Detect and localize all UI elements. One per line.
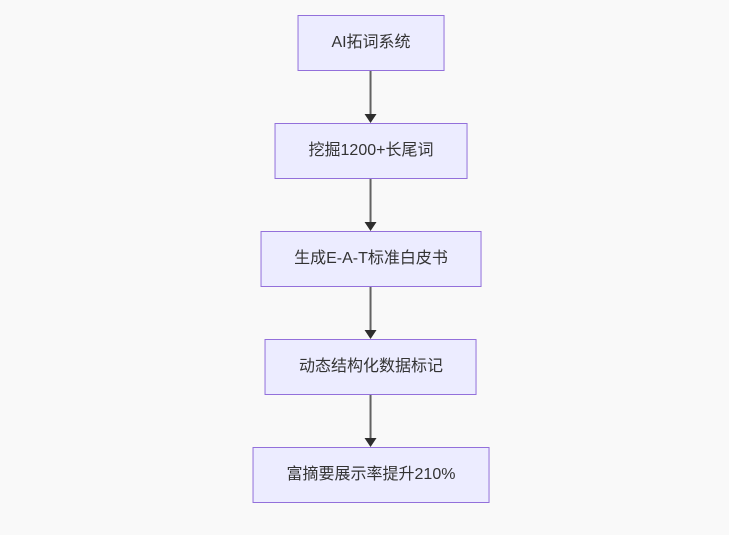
flow-arrow-down-1 [364, 71, 378, 123]
flow-arrow-down-4 [364, 395, 378, 447]
flow-arrow-down-3 [364, 287, 378, 339]
flow-node-ai-word-system: AI拓词系统 [297, 15, 445, 71]
arrowhead-down-icon [365, 438, 377, 447]
arrowhead-down-icon [365, 330, 377, 339]
arrowhead-down-icon [365, 114, 377, 123]
arrow-line [370, 71, 372, 116]
flow-node-label: 挖掘1200+长尾词 [308, 142, 434, 159]
flow-node-rich-snippet-rate: 富摘要展示率提升210% [252, 447, 490, 503]
flow-node-label: 富摘要展示率提升210% [286, 466, 456, 483]
arrowhead-down-icon [365, 222, 377, 231]
flow-node-label: AI拓词系统 [331, 34, 411, 51]
flow-node-longtail-keywords: 挖掘1200+长尾词 [274, 123, 468, 179]
arrow-line [370, 287, 372, 332]
arrow-line [370, 395, 372, 440]
flow-node-eat-whitepaper: 生成E-A-T标准白皮书 [260, 231, 482, 287]
arrow-line [370, 179, 372, 224]
flow-node-label: 生成E-A-T标准白皮书 [294, 250, 448, 267]
flowchart-column: AI拓词系统 挖掘1200+长尾词 生成E-A-T标准白皮书 动态结构化数据标记 [252, 15, 490, 503]
flow-node-structured-data-markup: 动态结构化数据标记 [264, 339, 477, 395]
flow-arrow-down-2 [364, 179, 378, 231]
flow-node-label: 动态结构化数据标记 [298, 358, 443, 375]
